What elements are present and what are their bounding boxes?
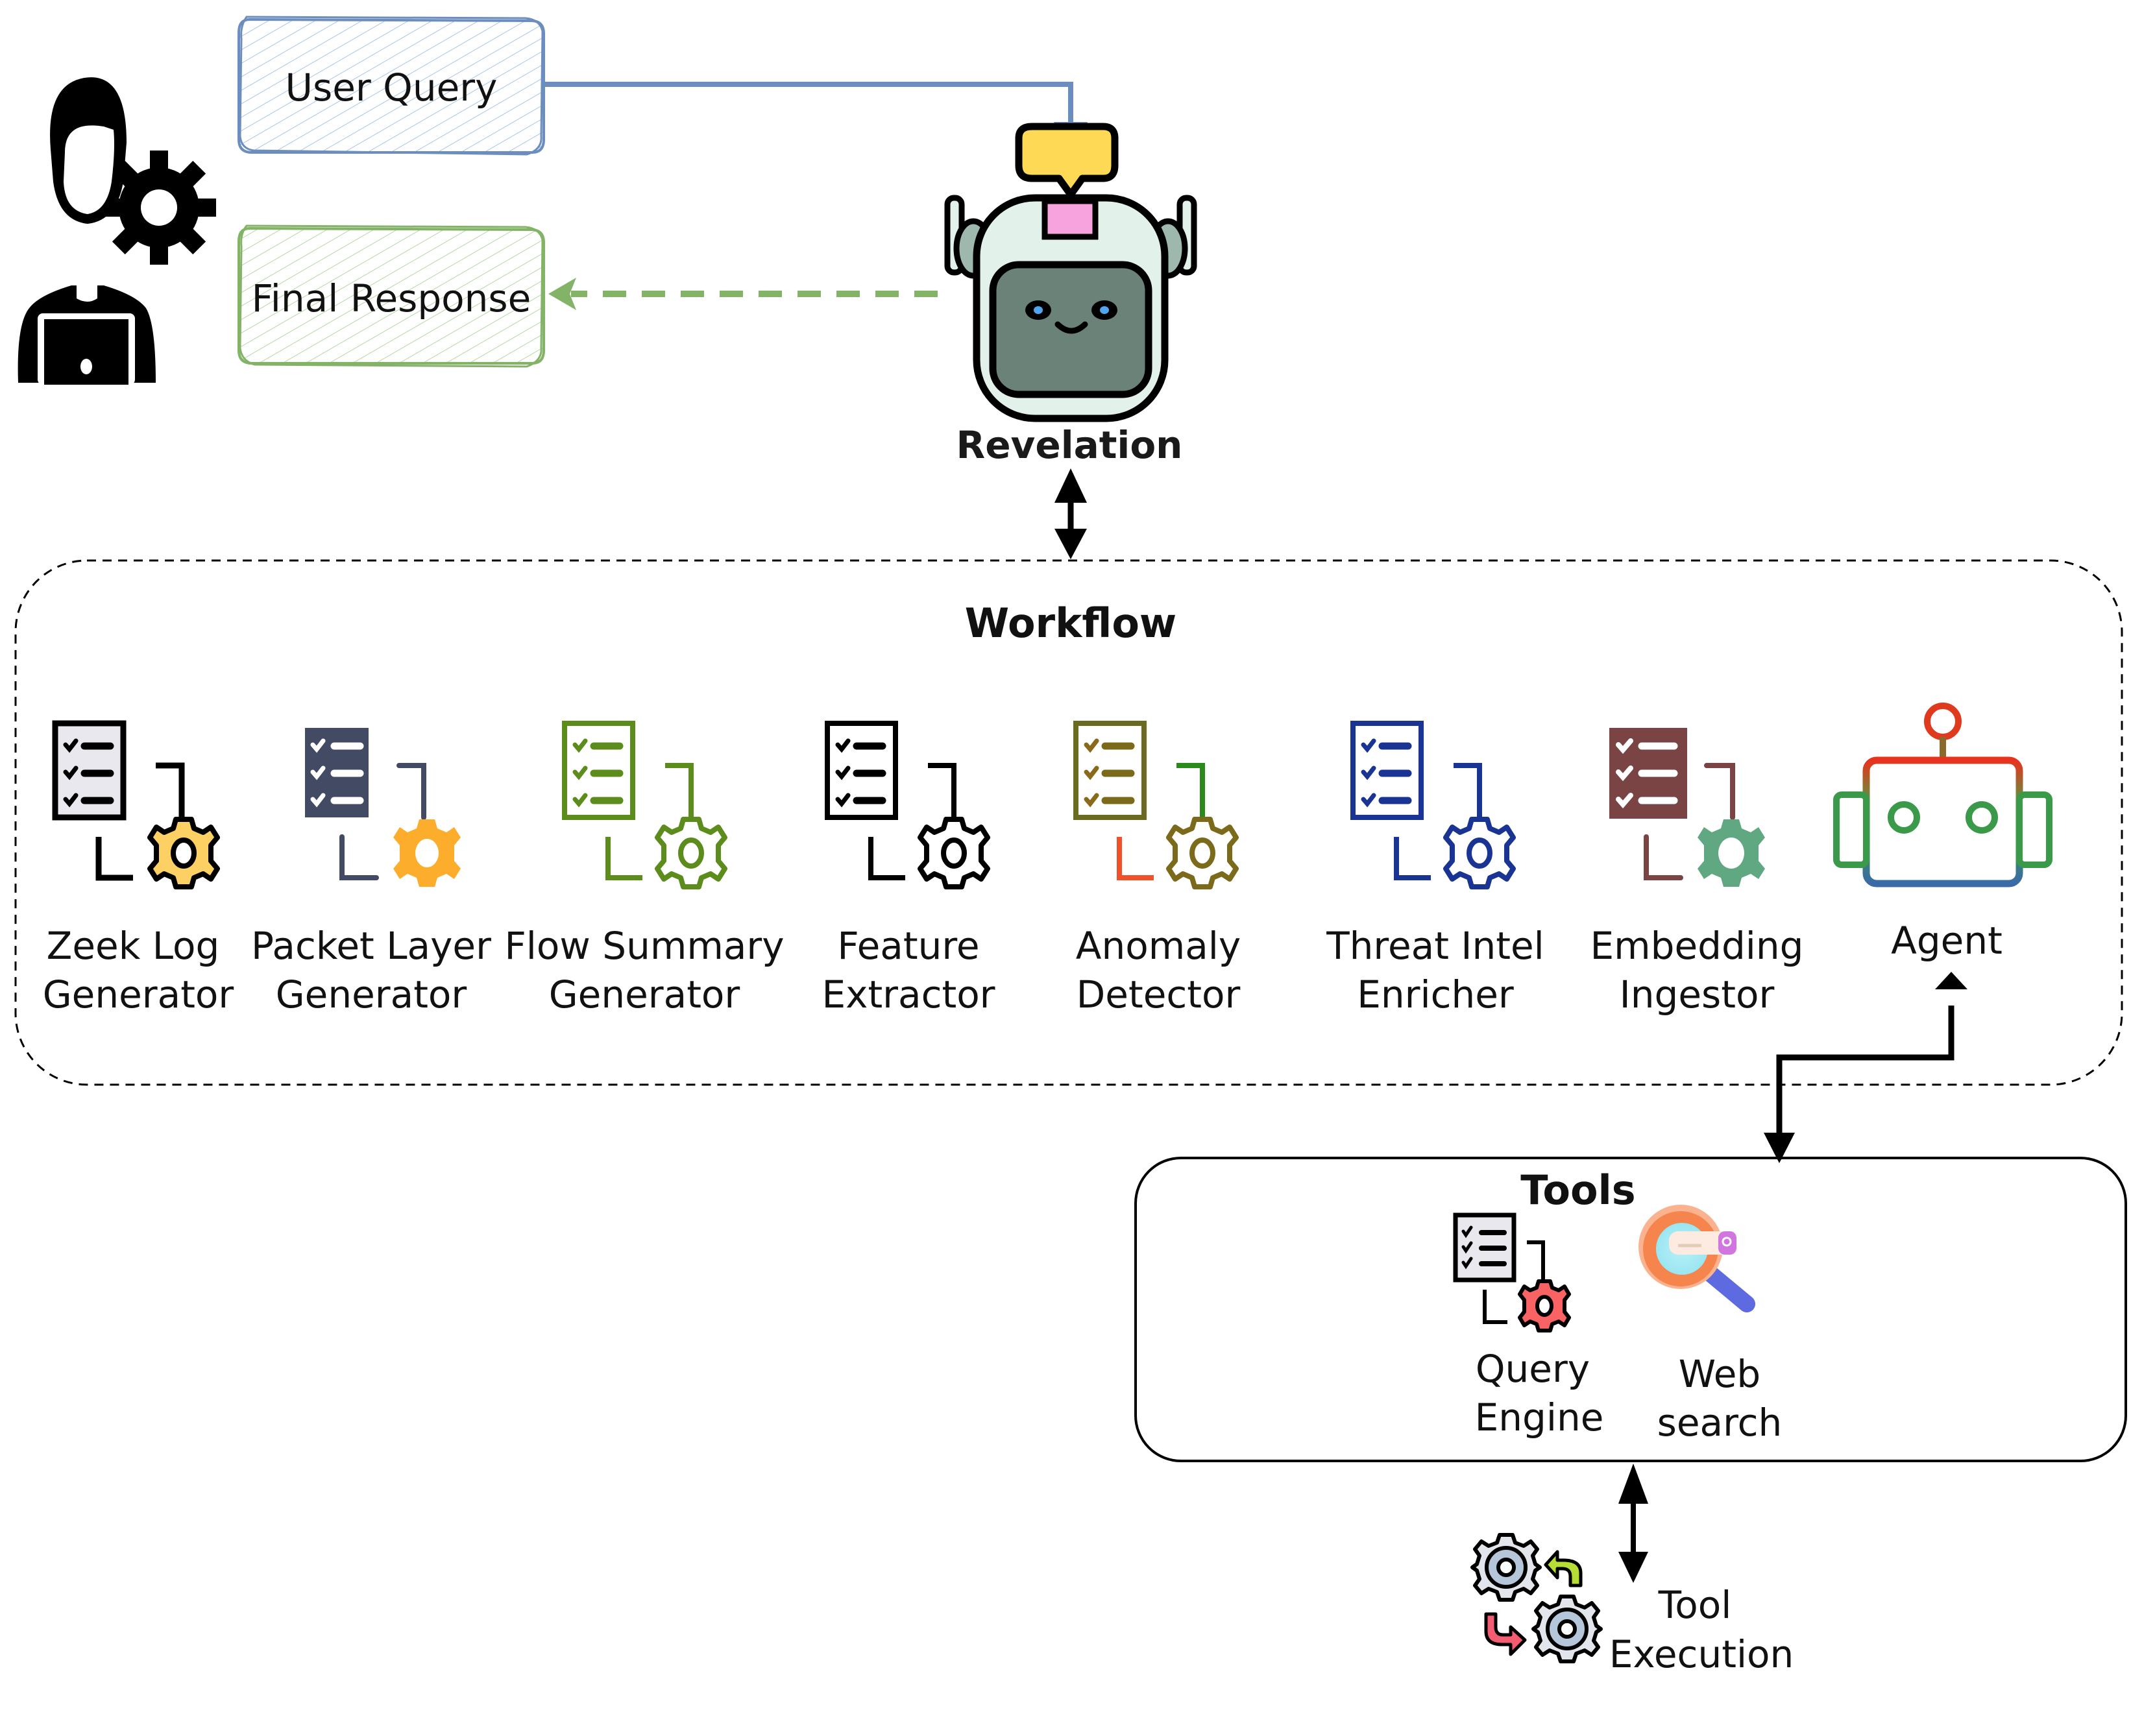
tool-label: Query (1476, 1347, 1590, 1391)
workflow-item-label: Detector (1077, 972, 1241, 1017)
user-with-laptop-icon (18, 77, 216, 385)
revelation-workflow-bidirectional-arrow (1054, 468, 1087, 559)
query-engine-icon[interactable] (1453, 1212, 1571, 1332)
packet-layer-generator-icon[interactable] (305, 728, 461, 887)
workflow-item-label: Generator (43, 972, 234, 1017)
workflow-item-label: Threat Intel (1326, 924, 1544, 968)
query-to-revelation-arrow (545, 82, 1088, 159)
workflow-item-label: Packet Layer (251, 924, 491, 968)
workflow-item-label: Enricher (1357, 972, 1514, 1017)
feature-extractor-icon[interactable] (825, 721, 990, 889)
tool-label: search (1657, 1401, 1783, 1445)
threat-intel-enricher-icon[interactable] (1350, 721, 1516, 889)
workflow-item-label: Generator (549, 972, 740, 1017)
tool-label: Engine (1475, 1395, 1604, 1440)
tool-execution-label-line2: Execution (1609, 1632, 1794, 1676)
embedding-ingestor-icon[interactable] (1609, 728, 1765, 887)
tools-execution-bidirectional-arrow (1618, 1464, 1648, 1583)
revelation-label: Revelation (956, 423, 1183, 467)
agent-tools-connector-arrow (1764, 972, 1967, 1163)
flow-summary-generator-icon[interactable] (562, 721, 727, 889)
user-query-box[interactable]: User Query (237, 16, 545, 156)
workflow-container (14, 559, 2123, 1086)
workflow-title: Workflow (965, 599, 1176, 647)
workflow-labels: Zeek Log Generator Packet Layer Generato… (43, 919, 2003, 1017)
tool-execution-gears-icon (1470, 1533, 1603, 1663)
workflow-item-label: Extractor (822, 972, 995, 1017)
anomaly-detector-icon[interactable] (1073, 721, 1239, 889)
workflow-item-label: Anomaly (1076, 924, 1241, 968)
workflow-item-label: Feature (837, 924, 979, 968)
web-search-icon[interactable] (1638, 1205, 1755, 1312)
tool-execution-label-line1: Tool (1658, 1583, 1732, 1627)
revelation-to-response-arrow (548, 278, 938, 310)
user-query-label: User Query (286, 66, 498, 110)
agent-robot-icon[interactable] (1833, 703, 2052, 887)
workflow-item-label: Flow Summary (504, 924, 784, 968)
workflow-item-label: Embedding (1590, 924, 1804, 968)
workflow-item-label: Generator (276, 972, 467, 1017)
final-response-box[interactable]: Final Response (237, 224, 545, 368)
tools-container (1134, 1157, 2127, 1462)
revelation-robot-icon[interactable] (944, 123, 1197, 422)
workflow-item-label: Agent (1891, 919, 2003, 963)
tools-title: Tools (1520, 1166, 1635, 1214)
tool-label: Web (1679, 1352, 1760, 1396)
final-response-label: Final Response (252, 276, 531, 320)
zeek-log-generator-icon[interactable] (52, 720, 220, 889)
workflow-item-label: Ingestor (1620, 972, 1775, 1017)
workflow-item-label: Zeek Log (47, 924, 220, 968)
